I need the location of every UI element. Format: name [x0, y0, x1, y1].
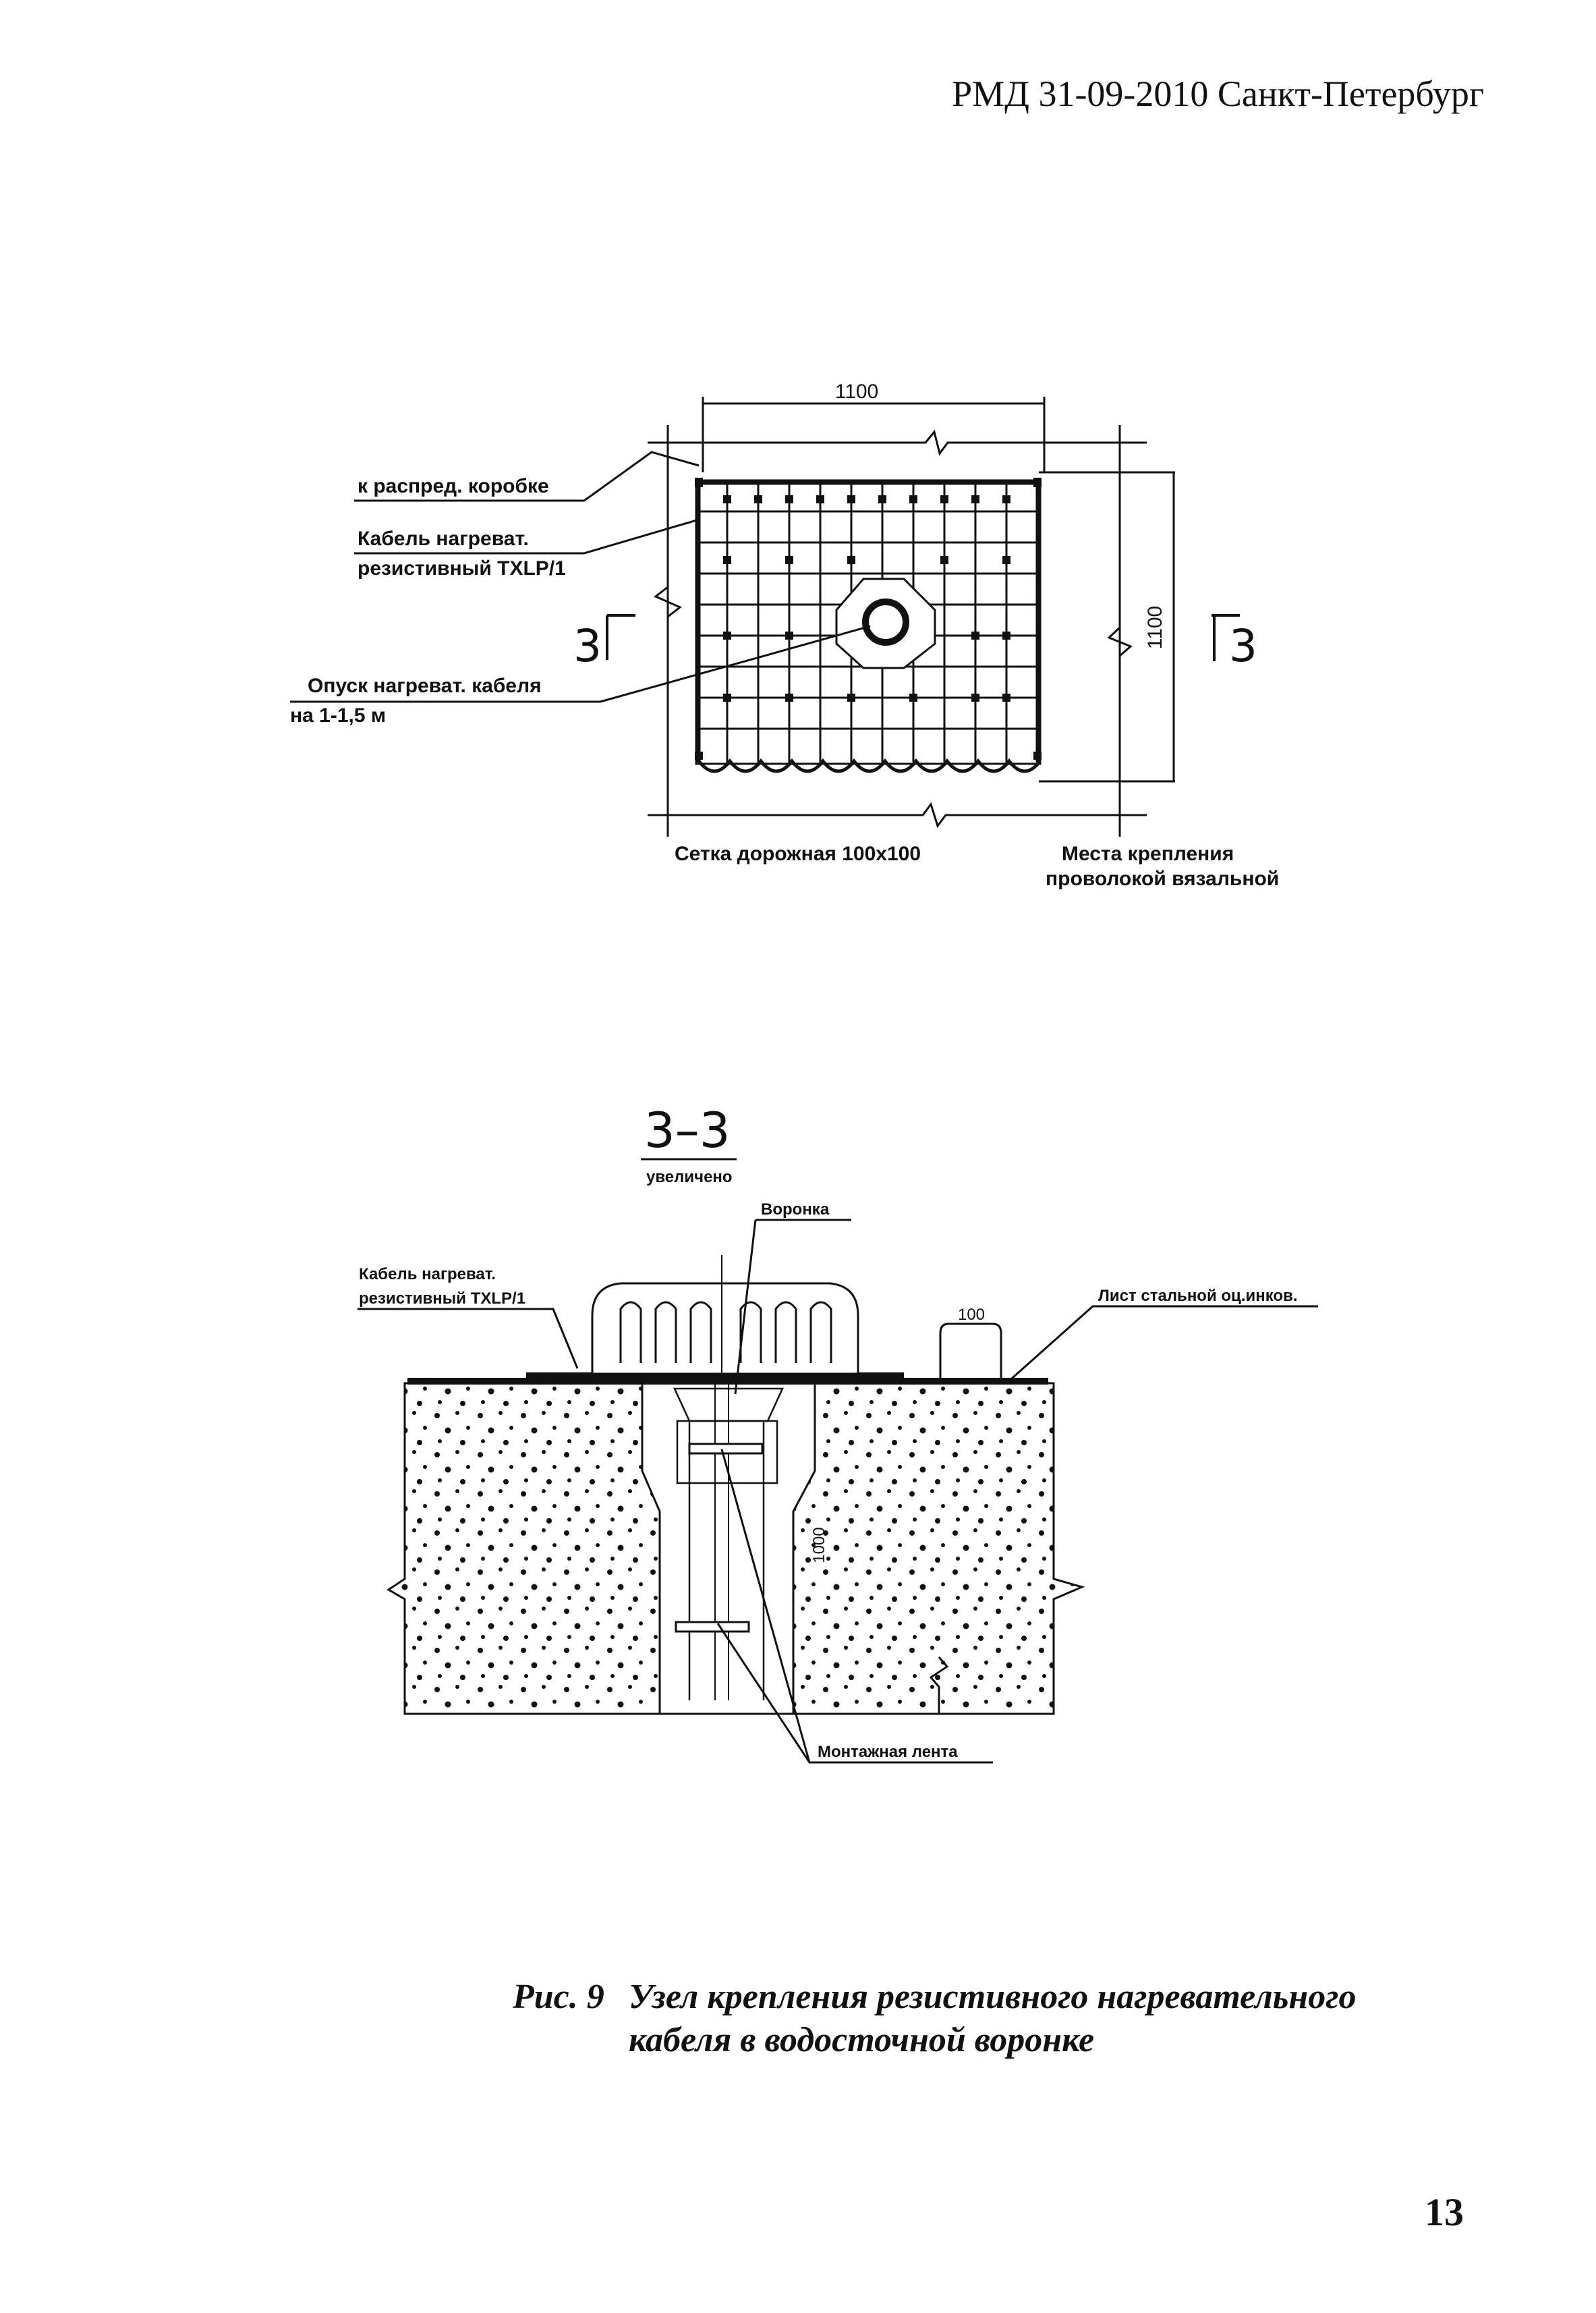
- label-fixing-points-line1: Места крепления: [1062, 843, 1234, 865]
- galvanized-steel-sheet: [407, 1378, 1048, 1385]
- plan-break-left: [654, 586, 682, 618]
- label-fixing-points-line2: проволокой вязальной: [1046, 868, 1279, 890]
- plan-dim-width: 1100: [835, 381, 879, 403]
- label-to-distribution-box: к распред. коробке: [358, 475, 549, 497]
- label-steel-sheet: Лист стальной оц.инков.: [1098, 1287, 1298, 1305]
- plan-dim-right: [1039, 471, 1175, 783]
- section-view: 3–3 увеличено 1000: [358, 1102, 1318, 1764]
- figure-caption: Рис. 9 Узел крепления резистивного нагрев…: [513, 1976, 1457, 2062]
- section-label-right: 3: [1229, 620, 1257, 672]
- section-marker-left: [606, 614, 635, 660]
- label-cable-drop-line2: на 1-1,5 м: [290, 704, 386, 727]
- funnel-dome: [591, 1255, 859, 1375]
- page-header: РМД 31-09-2010 Санкт-Петербург: [952, 74, 1484, 114]
- plan-break-line-bottom: [648, 802, 1147, 829]
- section-dim-depth: 1000: [810, 1527, 828, 1563]
- label-section-cable-line1: Кабель нагреват.: [359, 1265, 496, 1283]
- label-road-mesh: Сетка дорожная 100х100: [675, 843, 921, 865]
- heating-cable-layout: [697, 481, 1042, 773]
- figure-number: Рис. 9: [513, 1978, 604, 2016]
- riser-100: [939, 1322, 1002, 1378]
- page-number: 13: [1425, 2190, 1464, 2234]
- section-subtitle: увеличено: [646, 1168, 733, 1186]
- label-heating-cable-line2: резистивный TXLP/1: [358, 557, 566, 580]
- plan-view: 1100 1100: [290, 381, 1279, 890]
- plan-leaders: [290, 451, 871, 703]
- label-cable-drop-line1: Опуск нагреват. кабеля: [308, 675, 542, 697]
- caption-line1: Узел крепления резистивного нагревательн…: [629, 1978, 1357, 2016]
- section-dim-100: 100: [958, 1306, 985, 1324]
- label-funnel: Воронка: [761, 1200, 830, 1219]
- plan-dim-top: [702, 397, 1046, 472]
- section-leaders: [358, 1219, 1318, 1764]
- plan-dim-height: 1100: [1144, 606, 1166, 650]
- funnel-plan-symbol: [835, 578, 936, 669]
- section-label-left: 3: [573, 620, 602, 672]
- section-title: 3–3: [644, 1102, 731, 1159]
- label-mounting-tape: Монтажная лента: [818, 1743, 958, 1761]
- wire-fixing-points: [695, 478, 1042, 760]
- plan-break-line-top: [648, 425, 1147, 837]
- heating-cable-layer: [526, 1372, 904, 1379]
- label-heating-cable-line1: Кабель нагреват.: [358, 528, 529, 550]
- section-marker-right: [1212, 614, 1240, 661]
- caption-line2: кабеля в водосточной воронке: [629, 2021, 1095, 2059]
- label-section-cable-line2: резистивный TXLP/1: [359, 1289, 525, 1308]
